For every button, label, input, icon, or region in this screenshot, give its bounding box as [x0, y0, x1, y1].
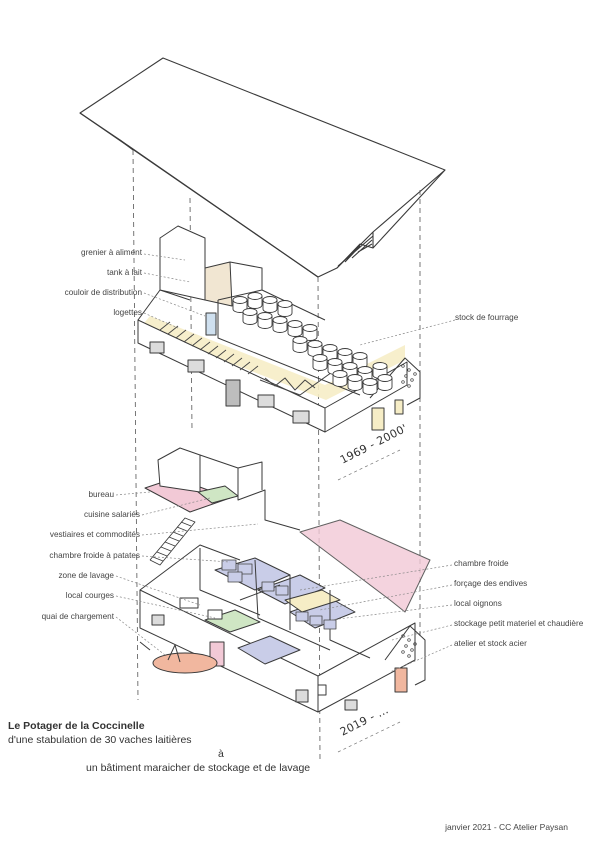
title-line-4: un bâtiment maraicher de stockage et de … [86, 762, 311, 774]
hay-bale [257, 312, 273, 320]
hay-bale [357, 366, 373, 374]
hay-bale [332, 370, 348, 378]
vent-hole [401, 650, 405, 654]
credit-line: janvier 2021 - CC Atelier Paysan [445, 822, 568, 832]
label-atelier-stock-acier: atelier et stock acier [454, 639, 527, 648]
label-forcage-endives: forçage des endives [454, 579, 528, 588]
label-tank-lait: tank à lait [106, 268, 142, 277]
vent-hole [407, 638, 411, 642]
vent-hole [401, 380, 405, 384]
vent-hole [401, 364, 405, 368]
title-line-3: à [218, 748, 224, 760]
hay-bale [362, 378, 378, 386]
hay-bale [322, 344, 338, 352]
vent-hole [404, 374, 408, 378]
hay-bale [307, 340, 323, 348]
vent-hole [407, 654, 411, 658]
label-grenier-aliment: grenier à aliment [81, 248, 142, 257]
label-chambre-froide: chambre froide [454, 559, 509, 568]
label-local-courges: local courges [65, 591, 114, 600]
title-line-2: d'une stabulation de 30 vaches laitières [8, 734, 192, 746]
title-main: Le Potager de la Coccinelle [8, 720, 145, 732]
hay-bale [262, 296, 278, 304]
vent-hole [407, 384, 411, 388]
staircase [149, 517, 196, 566]
crates [221, 559, 337, 630]
hay-bale [247, 292, 263, 300]
logettes [159, 321, 259, 375]
hay-bale [287, 320, 303, 328]
hay-bale [232, 296, 248, 304]
label-stockage-petit-materiel: stockage petit materiel et chaudière [454, 619, 584, 628]
hay-bale [277, 300, 293, 308]
hay-bale [272, 316, 288, 324]
label-vestiaires: vestiaires et commodités [49, 530, 140, 539]
gable-vents [401, 364, 417, 658]
hay-bale [337, 348, 353, 356]
label-zone-lavage: zone de lavage [58, 571, 114, 580]
hay-bale [327, 358, 343, 366]
hay-bale [242, 308, 258, 316]
hay-bale [352, 352, 368, 360]
label-quai-chargement: quai de chargement [41, 612, 114, 621]
vent-hole [407, 368, 411, 372]
hay-bale [292, 336, 308, 344]
vent-hole [410, 648, 414, 652]
hay-bale [312, 354, 328, 362]
label-cuisine-salaries: cuisine salariés [84, 510, 140, 519]
label-logettes: logettes [113, 308, 142, 317]
label-local-oignons: local oignons [454, 599, 502, 608]
lower-building [139, 447, 431, 713]
hay-bale [342, 362, 358, 370]
label-chambre-froide-patates: chambre froide à patates [49, 551, 140, 560]
leader-lines [115, 253, 456, 673]
vent-hole [413, 372, 417, 376]
vent-hole [413, 642, 417, 646]
vent-hole [410, 378, 414, 382]
roof [79, 57, 446, 278]
vent-hole [401, 634, 405, 638]
hay-bale [347, 374, 363, 382]
vent-hole [404, 644, 408, 648]
hay-bale [302, 324, 318, 332]
title-block: Le Potager de la Coccinelle d'une stabul… [8, 719, 310, 775]
label-couloir-distribution: couloir de distribution [64, 288, 142, 297]
label-stock-fourrage: stock de fourrage [455, 313, 519, 322]
label-bureau: bureau [88, 490, 115, 499]
hay-bales [232, 292, 393, 395]
hay-bale [372, 362, 388, 370]
hay-bale [377, 374, 393, 382]
